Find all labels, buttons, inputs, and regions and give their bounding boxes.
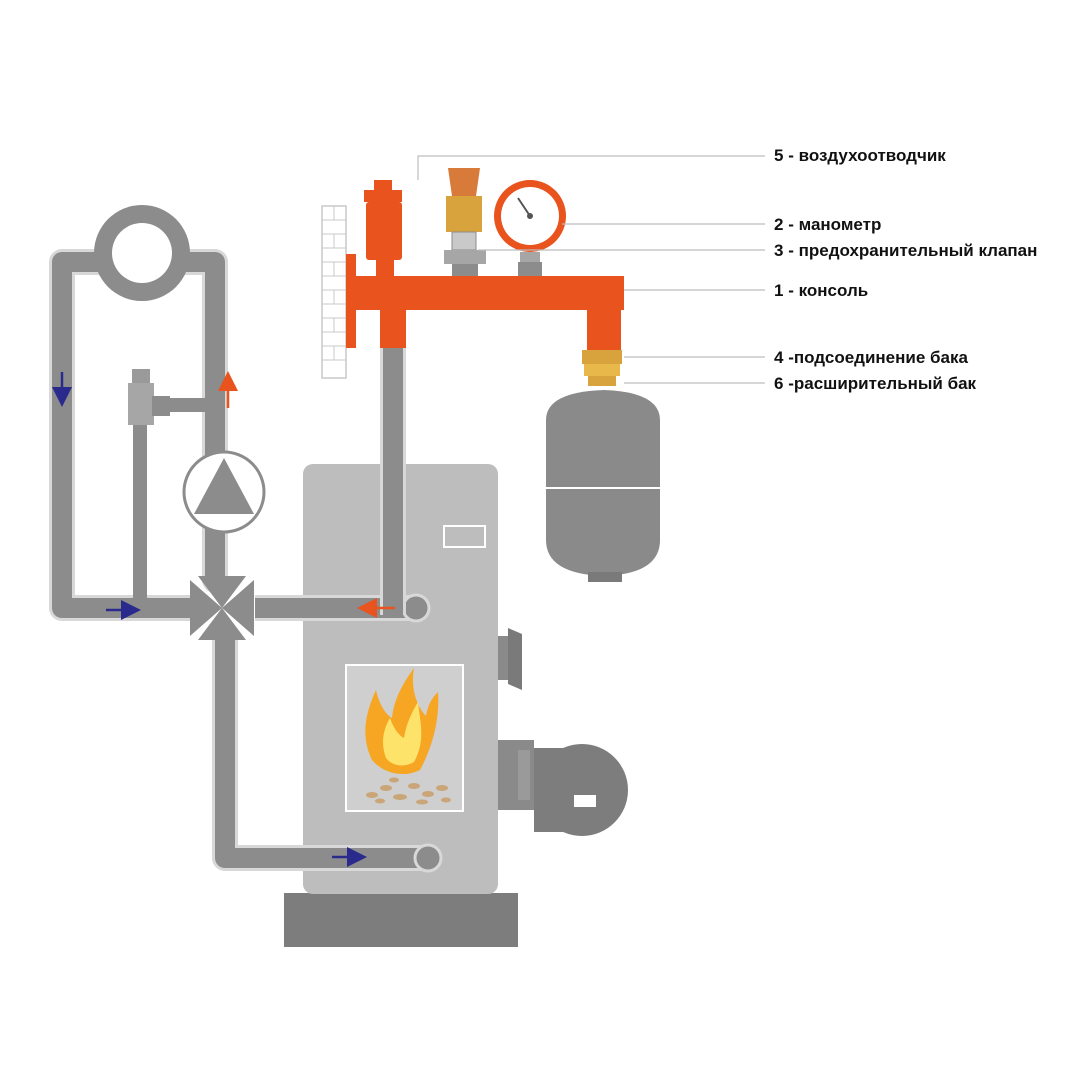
burner-fan [498,740,628,836]
label-3: 3 - предохранительный клапан [774,241,1037,260]
pellets [366,777,451,805]
bypass-pipe [133,395,215,610]
mixing-valve-icon [190,576,254,640]
safety-console [346,254,624,350]
label-5: 5 - воздухоотводчик [774,146,946,165]
label-4: 4 -подсоединение бака [774,348,968,367]
return-inlet [413,843,443,873]
air-vent-icon [364,180,402,276]
pressure-gauge-icon [494,180,566,276]
console-flange [346,254,356,348]
callout-labels: 5 - воздухоотводчик 2 - манометр 3 - пре… [774,146,1037,393]
radiator-loop-pipe [49,249,228,621]
safety-valve-icon [444,168,486,276]
supply-outlet [401,593,431,623]
boiler [284,464,628,947]
label-2: 2 - манометр [774,215,881,234]
leader-line-5 [417,155,765,180]
tank-connection-icon [582,350,622,386]
bypass-valve [128,369,170,425]
radiator-ring [94,205,190,301]
console-bar [356,276,624,310]
circulation-pump-icon [182,450,266,534]
brick-wall [321,205,347,379]
console-down-left [380,308,406,348]
label-1: 1 - консоль [774,281,868,300]
boiler-base [284,893,518,947]
flue-outlet [498,628,522,690]
label-6: 6 -расширительный бак [774,374,977,393]
flow-arrows [52,371,395,867]
riser-pipe [380,335,406,615]
leader-lines [417,155,765,384]
boiler-control-panel [443,525,486,548]
expansion-tank-icon [546,390,660,582]
console-down-right [587,308,621,350]
